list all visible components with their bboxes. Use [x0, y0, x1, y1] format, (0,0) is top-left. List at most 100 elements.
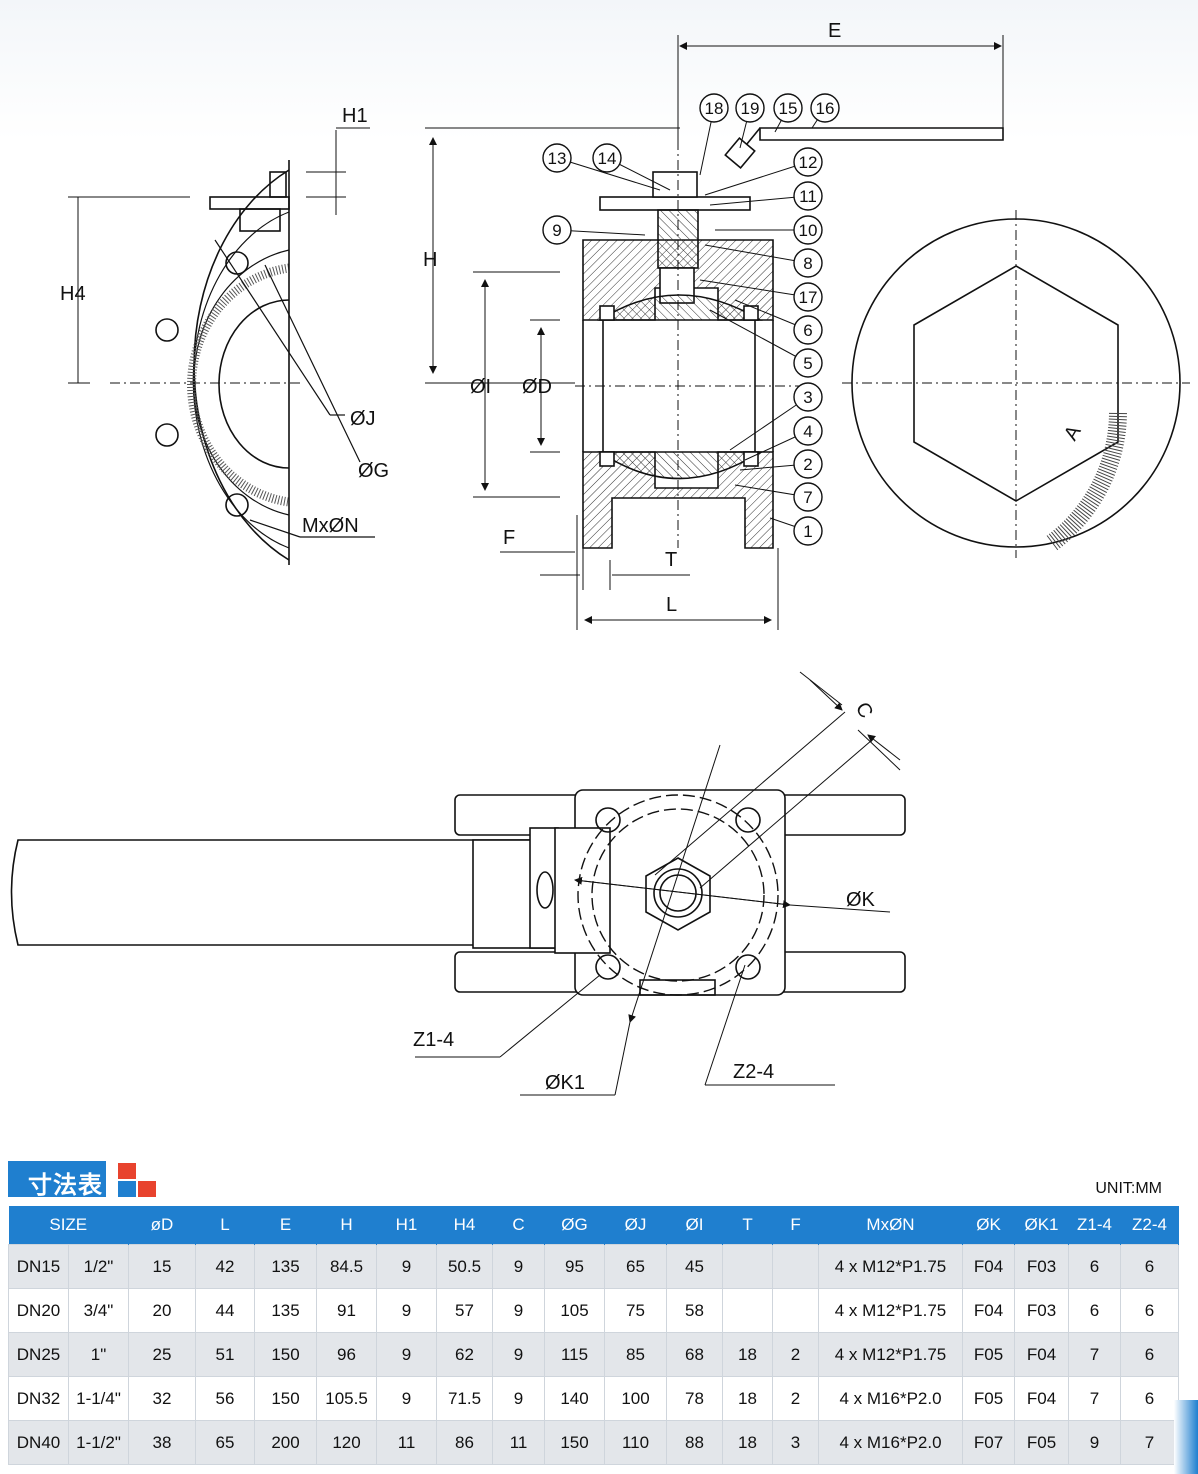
table-title: 寸法表 [8, 1161, 156, 1199]
table-cell: F04 [962, 1244, 1016, 1289]
table-cell: 95 [544, 1244, 606, 1289]
header-cell: ØI [666, 1206, 724, 1245]
table-cell: 78 [666, 1376, 724, 1421]
dim-h4-label: H4 [60, 283, 86, 305]
callout-number: 1 [803, 522, 812, 541]
callout-circle [542, 143, 572, 173]
table-cell: 38 [128, 1420, 197, 1465]
callout-number: 8 [803, 254, 812, 273]
valve-technical-drawing: H1 H4 ØJ ØG MxØN [10, 20, 1190, 1096]
table-cell: 44 [195, 1288, 256, 1333]
table-title-text: 寸法表 [28, 1171, 103, 1199]
table-cell: 9 [492, 1332, 546, 1377]
table-cell: F03 [1014, 1288, 1070, 1333]
table-cell: F05 [962, 1376, 1016, 1421]
dim-z24-label: Z2-4 [733, 1061, 774, 1083]
table-cell: 105.5 [316, 1376, 378, 1421]
table-cell: DN32 [8, 1376, 69, 1421]
callout-circle [793, 348, 823, 378]
table-cell: 2 [772, 1332, 820, 1377]
table-cell: 150 [544, 1420, 606, 1465]
header-cell: ØK [962, 1206, 1016, 1245]
table-cell: F04 [1014, 1376, 1070, 1421]
table-cell: 1-1/2" [67, 1420, 130, 1465]
callout-number: 6 [803, 321, 812, 340]
table-cell: F05 [962, 1332, 1016, 1377]
table-cell: 96 [316, 1332, 378, 1377]
table-cell: 51 [195, 1332, 256, 1377]
callout-number: 13 [548, 149, 567, 168]
table-cell: 65 [604, 1244, 668, 1289]
table-cell: F05 [1014, 1420, 1070, 1465]
callout-number: 11 [799, 187, 817, 206]
top-view [10, 789, 906, 996]
table-cell: 1-1/4" [67, 1376, 130, 1421]
title-accent-red [118, 1163, 136, 1179]
callout-leader [709, 195, 809, 206]
table-cell: 91 [316, 1288, 378, 1333]
end-view-left [68, 127, 375, 565]
header-cell: H1 [376, 1206, 438, 1245]
callout-number: 19 [741, 99, 760, 118]
header-cell: ØJ [604, 1206, 668, 1245]
table-cell: 7 [1068, 1376, 1122, 1421]
table-cell: 20 [128, 1288, 197, 1333]
header-cell: ØK1 [1014, 1206, 1070, 1245]
callout-circle [773, 93, 803, 123]
table-cell: 85 [604, 1332, 668, 1377]
table-cell: 9 [492, 1244, 546, 1289]
header-cell: F [772, 1206, 820, 1245]
table-cell: 6 [1120, 1376, 1180, 1421]
dim-z14-label: Z1-4 [413, 1029, 454, 1051]
table-cell [772, 1288, 820, 1333]
header-cell: øD [128, 1206, 197, 1245]
callout-leader [704, 244, 809, 264]
callout-number: 2 [803, 455, 812, 474]
table-cell: 57 [436, 1288, 494, 1333]
header-cell: Z1-4 [1068, 1206, 1122, 1245]
title-bar [8, 1161, 106, 1197]
callout-number: 3 [803, 388, 812, 407]
table-cell: 7 [1068, 1332, 1122, 1377]
table-cell: F07 [962, 1420, 1016, 1465]
table-cell: 25 [128, 1332, 197, 1377]
table-cell: 9 [376, 1288, 438, 1333]
table-cell: 150 [254, 1376, 318, 1421]
dim-f-label: F [503, 527, 515, 549]
table-cell: 45 [666, 1244, 724, 1289]
unit-label: UNIT:MM [1095, 1180, 1162, 1197]
dim-c-label: C [851, 699, 877, 723]
table-cell: 84.5 [316, 1244, 378, 1289]
table-cell: 6 [1120, 1332, 1180, 1377]
dim-phij-label: ØJ [350, 408, 376, 430]
table-cell: 135 [254, 1288, 318, 1333]
table-cell: 9 [492, 1288, 546, 1333]
table-cell: 65 [195, 1420, 256, 1465]
dim-phii-label: ØI [470, 376, 491, 398]
table-cell: 86 [436, 1420, 494, 1465]
table-cell: 9 [492, 1376, 546, 1421]
callout-circle [793, 416, 823, 446]
table-cell: 2 [772, 1376, 820, 1421]
table-cell: 9 [376, 1244, 438, 1289]
table-cell: 18 [722, 1420, 774, 1465]
callout-number: 15 [779, 99, 798, 118]
table-cell: 9 [376, 1332, 438, 1377]
section-view-dims [425, 35, 1004, 630]
table-cell: F04 [1014, 1332, 1070, 1377]
table-cell: 6 [1068, 1244, 1122, 1289]
callout-circle [699, 93, 729, 123]
callout-number: 10 [799, 221, 818, 240]
table-cell: 56 [195, 1376, 256, 1421]
callout-leader [556, 157, 661, 191]
callout-circle [592, 143, 622, 173]
table-cell: 100 [604, 1376, 668, 1421]
callout-number: 5 [803, 354, 812, 373]
table-cell: 110 [604, 1420, 668, 1465]
